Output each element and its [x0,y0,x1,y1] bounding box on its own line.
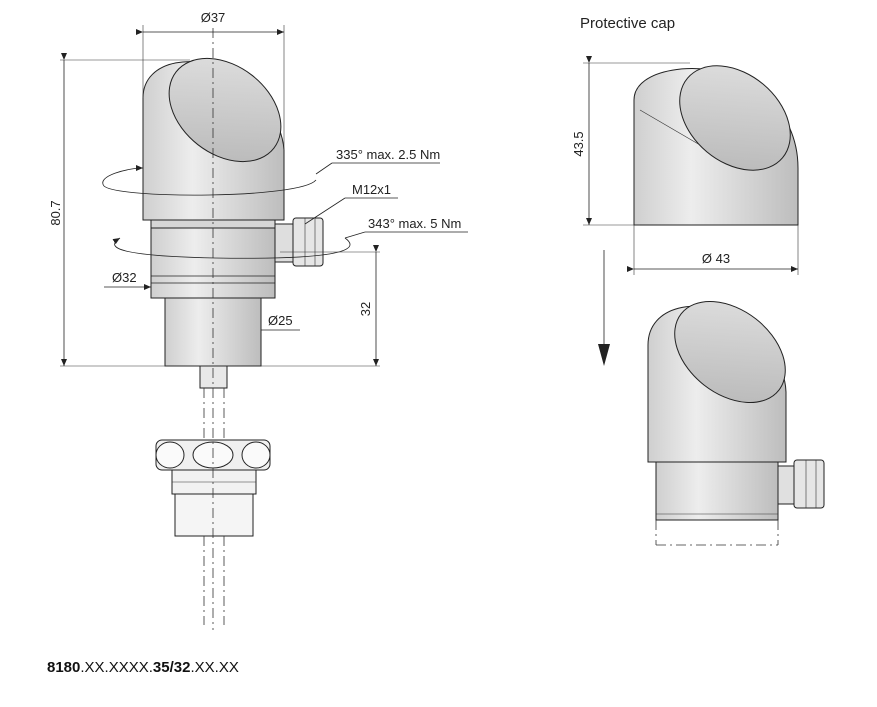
order-code-part-3: 35/32 [153,659,191,676]
rotation-arrow-connector [112,237,351,259]
rotation-arrow-head [102,165,317,196]
sensor-head-window [168,57,282,163]
m12-connector [292,217,324,267]
fitting-thread [174,493,254,537]
probe-neck [199,365,228,389]
sensor-drawing [102,28,351,630]
label-cap-height: 43.5 [571,131,586,156]
connector-body [274,223,294,263]
assembled-window [674,300,786,404]
label-height: 80.7 [48,200,63,225]
label-rotation-head: 335° max. 2.5 Nm [336,147,440,162]
order-code-part-2: .XX.XXXX. [80,659,153,676]
mount-arrow [598,250,610,366]
label-ring-diameter: Ø32 [112,270,137,285]
label-cap-diameter: Ø 43 [702,251,730,266]
label-connector: M12x1 [352,182,391,197]
dimension-lines-cap [583,56,799,275]
cap-title: Protective cap [580,15,675,32]
assembled-connector [793,459,825,509]
assembled-sensor [647,300,825,546]
order-code-part-1: 8180 [47,659,80,676]
label-top-diameter: Ø37 [201,10,226,25]
cap-window [679,65,791,171]
protective-cap [633,65,799,226]
order-code: 8180.XX.XXXX.35/32.XX.XX [47,659,239,676]
hex-nut [155,439,271,471]
label-rotation-connector: 343° max. 5 Nm [368,216,461,231]
dimension-lines-left [60,25,468,367]
order-code-part-4: .XX.XX [190,659,238,676]
label-lower-height: 32 [358,302,373,316]
label-shaft-diameter: Ø25 [268,313,293,328]
